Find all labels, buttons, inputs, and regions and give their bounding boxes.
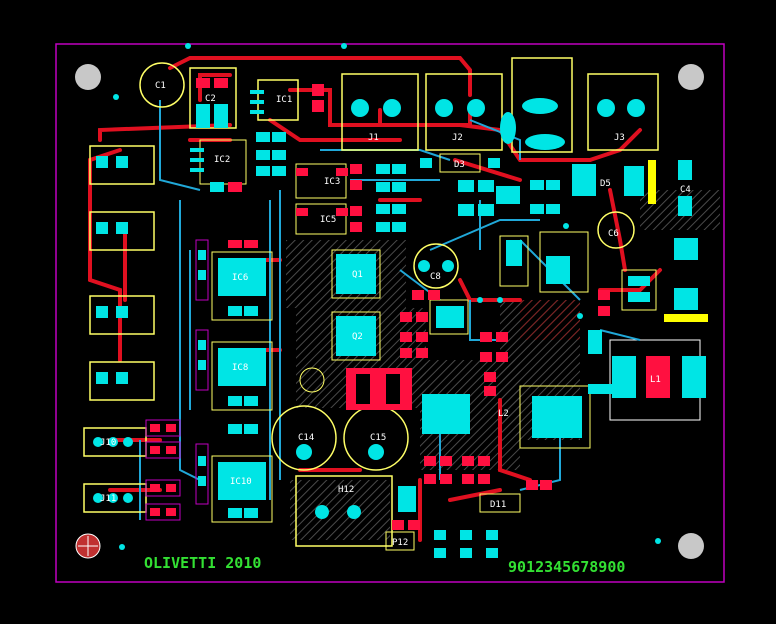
label-c15: C15 [370, 433, 386, 443]
label-c14: C14 [298, 433, 314, 443]
label-ic-top: C2 [205, 94, 216, 104]
ic7 [458, 180, 589, 293]
label-l1: L1 [650, 375, 661, 385]
label-ic3: IC3 [324, 177, 340, 187]
mounting-holes [75, 64, 704, 559]
ic-cluster-top: C2 IC1 IC2 [189, 67, 324, 185]
label-ic6: IC6 [232, 273, 248, 283]
regulator-h12: H12 [295, 475, 393, 547]
label-j1: J1 [368, 133, 379, 143]
capacitors-c14-c15: C14 C15 [271, 367, 412, 471]
label-p12: P12 [392, 538, 408, 548]
vias [113, 43, 661, 550]
inductor-l2: L2 [498, 385, 591, 449]
label-ic10: IC10 [230, 477, 252, 487]
label-ic2: IC2 [214, 155, 230, 165]
label-d5: D5 [600, 179, 611, 189]
label-j10: J10 [100, 438, 116, 448]
diodes: D3 D5 D11 [420, 153, 656, 513]
label-j3: J3 [614, 133, 625, 143]
label-q1: Q1 [352, 270, 363, 280]
label-ic5: IC5 [320, 215, 336, 225]
crystal-x1 [500, 57, 573, 153]
center-components: C8 [400, 243, 508, 434]
label-j2: J2 [452, 133, 463, 143]
right-components: C4 C6 L1 [588, 160, 708, 398]
label-c1: C1 [155, 81, 166, 91]
label-ic1: IC1 [276, 95, 292, 105]
label-d3: D3 [454, 160, 465, 170]
resistors-bottom-left [145, 419, 181, 521]
left-connectors [89, 145, 155, 401]
label-c4: C4 [680, 185, 691, 195]
label-l2: L2 [498, 409, 509, 419]
power-connectors: J1 J2 J3 [341, 73, 659, 151]
bottom-center-pads: P12 [385, 456, 552, 558]
transistors-q1-q2: Q1 Q2 [331, 249, 381, 361]
label-h12: H12 [338, 485, 354, 495]
label-j11: J11 [100, 494, 116, 504]
capacitor-c1: C1 [139, 62, 185, 108]
ic-column-left: IC6 IC8 IC10 [195, 239, 273, 523]
label-c6: C6 [608, 229, 619, 239]
silk-text-right: 9012345678900 [508, 558, 625, 576]
smd-components: IC3 IC5 [210, 132, 406, 235]
label-q2: Q2 [352, 332, 363, 342]
label-c8: C8 [430, 272, 441, 282]
label-d11: D11 [490, 500, 506, 510]
label-ic8: IC8 [232, 363, 248, 373]
silk-text-left: OLIVETTI 2010 [144, 554, 261, 572]
